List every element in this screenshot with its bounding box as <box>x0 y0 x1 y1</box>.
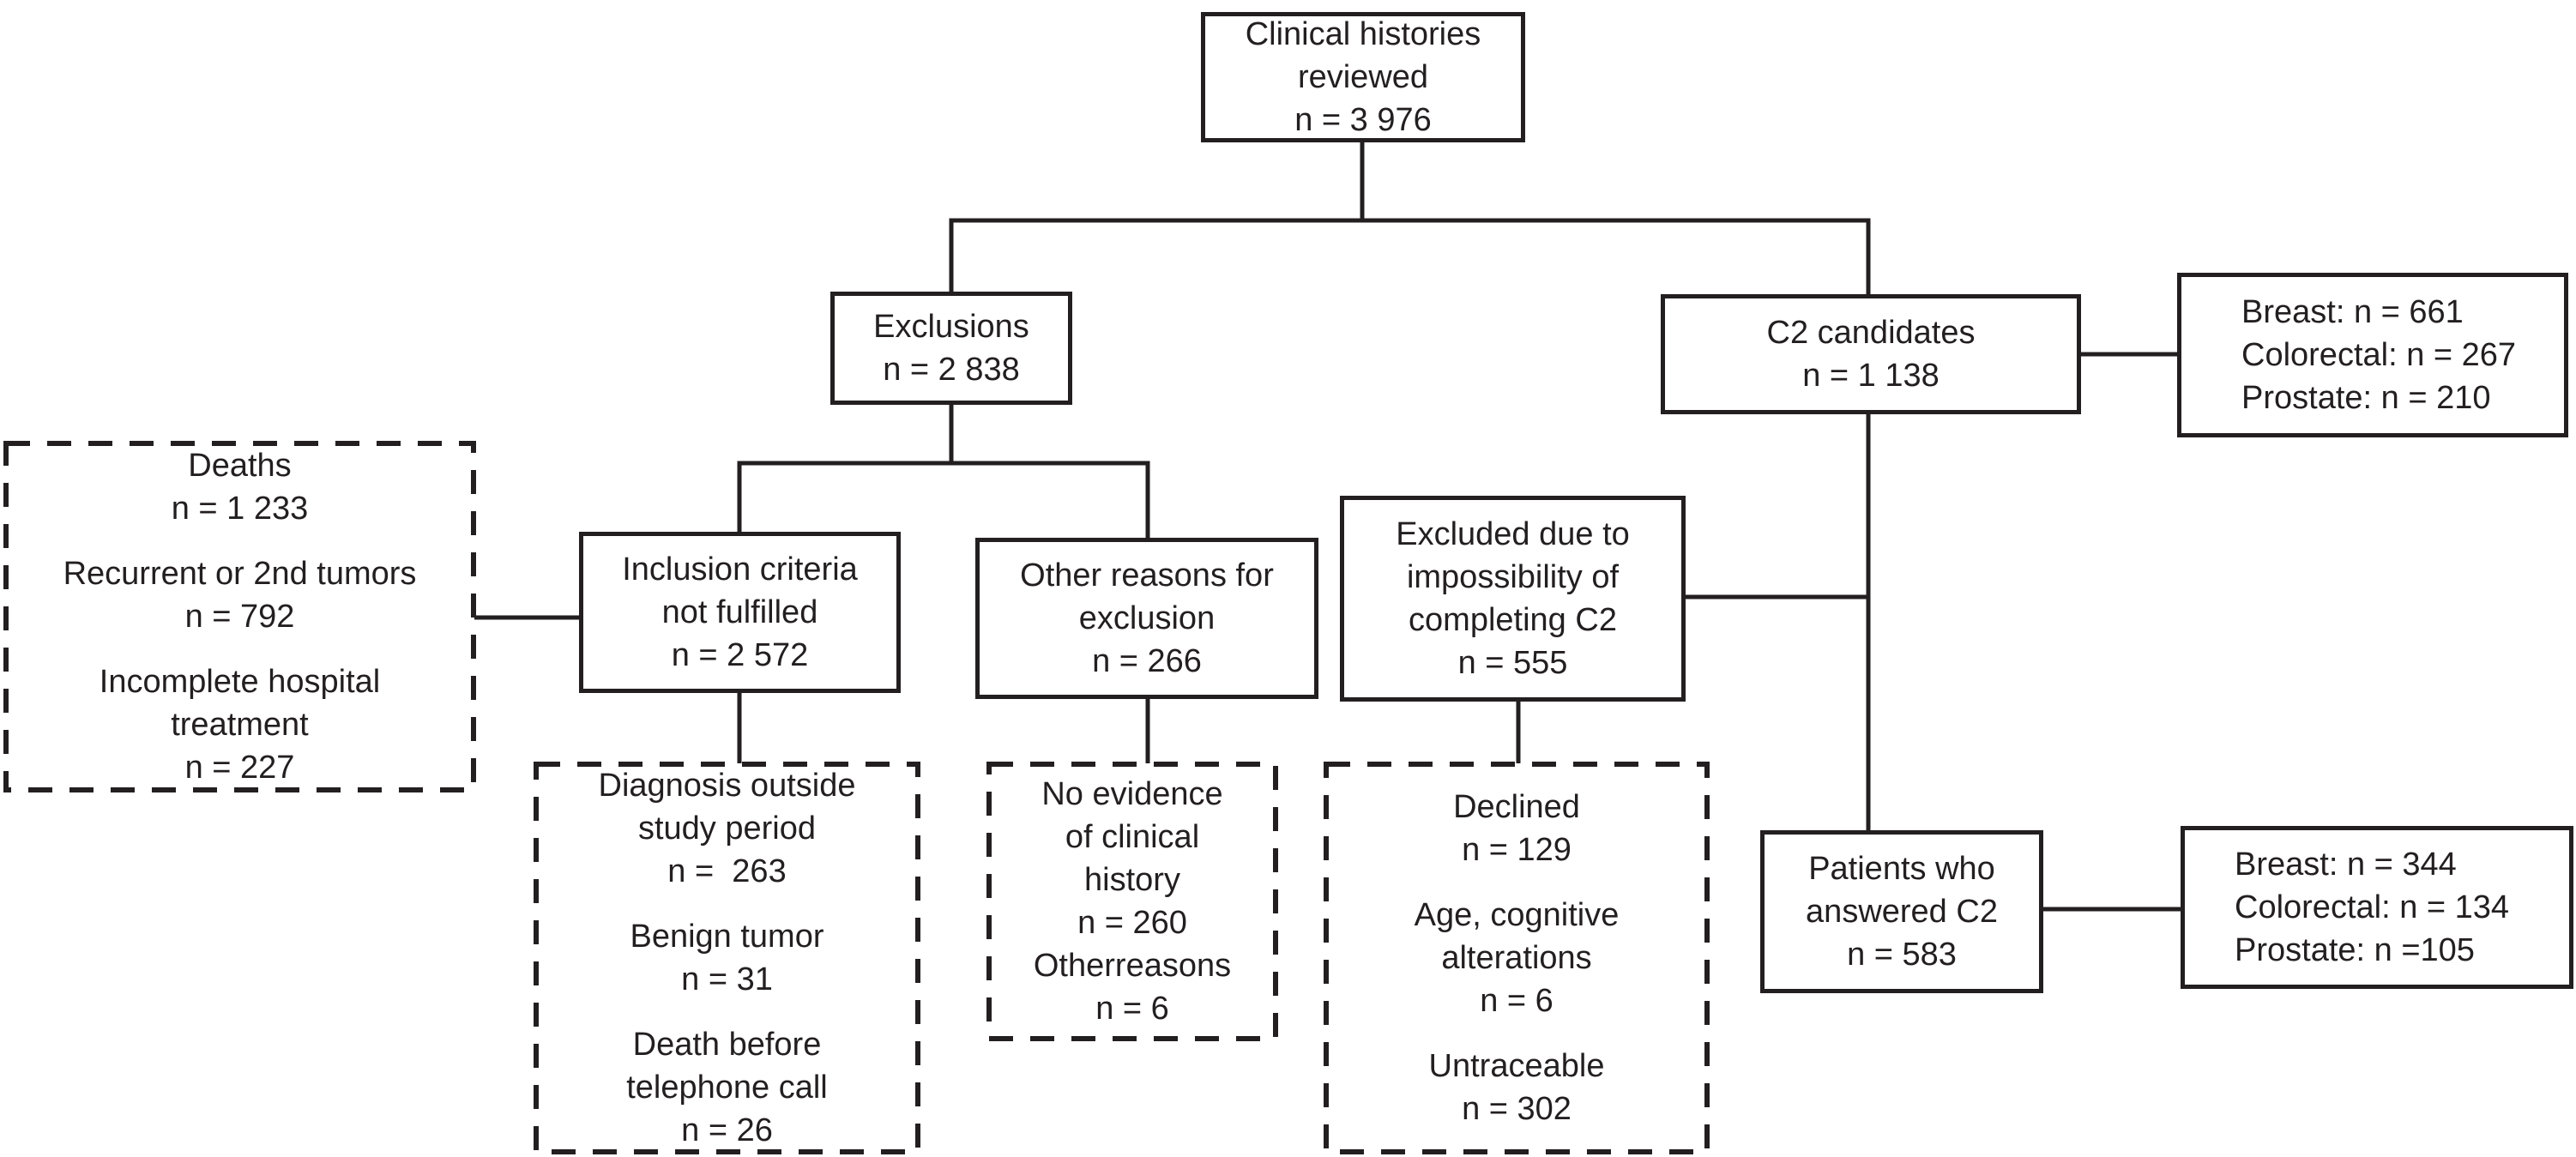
box-line: Colorectal: n = 267 <box>2241 337 2517 373</box>
other-reasons-details-box: No evidence of clinical history n = 260 … <box>986 762 1278 1041</box>
box-line: n = 2 572 <box>671 637 809 673</box>
box-line: answered C2 <box>1806 894 1998 930</box>
box-line: not fulfilled <box>661 594 818 630</box>
box-line: Other reasons for <box>1020 557 1274 594</box>
box-line: Otherreasons <box>1033 948 1232 984</box>
box-line: treatment <box>171 707 309 743</box>
box-line: study period <box>637 811 816 847</box>
box-line: Recurrent or 2nd tumors <box>63 556 417 592</box>
box-line: n = 302 <box>1462 1091 1572 1127</box>
box-line: of clinical <box>1065 819 1200 855</box>
box-line: n = 26 <box>681 1112 773 1148</box>
box-line: Untraceable <box>1428 1048 1605 1084</box>
exclusion-reasons-box-outline <box>3 441 476 792</box>
box-line: n = 555 <box>1457 645 1568 681</box>
other-reasons-box: Other reasons for exclusion n = 266 <box>975 538 1318 699</box>
detail-group: Age, cognitive alterations n = 6 <box>1415 894 1620 1022</box>
box-line: Clinical histories <box>1245 16 1481 52</box>
box-line: n = 1 233 <box>171 491 309 527</box>
excluded-c2-details-box-outline <box>1324 762 1710 1154</box>
detail-group: Recurrent or 2nd tumors n = 792 <box>63 552 417 638</box>
box-line: Excluded due to <box>1396 516 1630 552</box>
detail-group: Untraceable n = 302 <box>1429 1045 1605 1130</box>
c2-candidates-by-cancer-box: Breast: n = 661 Colorectal: n = 267 Pros… <box>2177 273 2568 437</box>
box-line: n = 31 <box>681 961 773 997</box>
excluded-c2-details-box: Declined n = 129 Age, cognitive alterati… <box>1324 762 1710 1154</box>
detail-group: Benign tumor n = 31 <box>630 915 823 1001</box>
box-line: n = 583 <box>1847 937 1957 973</box>
box-line: n = 227 <box>184 750 295 786</box>
box-line: C2 candidates <box>1766 315 1976 351</box>
box-line: Breast: n = 344 <box>2235 847 2457 883</box>
box-line: Inclusion criteria <box>622 551 858 588</box>
box-line: n = 2 838 <box>883 352 1020 388</box>
box-line: Declined <box>1453 789 1580 825</box>
box-line: history <box>1084 862 1180 898</box>
box-line: reviewed <box>1297 59 1429 95</box>
box-line: n = 260 <box>1077 905 1187 941</box>
box-line: n = 263 <box>667 853 787 889</box>
box-line: n = 3 976 <box>1294 102 1432 138</box>
detail-group: Declined n = 129 <box>1453 786 1580 871</box>
box-line: completing C2 <box>1409 602 1617 638</box>
box-line: n = 129 <box>1462 832 1572 868</box>
box-line: Benign tumor <box>630 919 824 955</box>
exclusions-box: Exclusions n = 2 838 <box>830 292 1072 405</box>
box-line: telephone call <box>626 1070 828 1106</box>
box-line: Patients who <box>1808 851 1995 887</box>
c2-candidates-box: C2 candidates n = 1 138 <box>1661 294 2081 414</box>
box-line: Colorectal: n = 134 <box>2235 889 2510 925</box>
clinical-histories-box: Clinical histories reviewed n = 3 976 <box>1201 12 1525 142</box>
detail-group: No evidence of clinical history n = 260 … <box>1034 773 1231 1030</box>
detail-group: Death before telephone call n = 26 <box>626 1023 828 1152</box>
box-line: Breast: n = 661 <box>2241 294 2464 330</box>
box-line: n = 6 <box>1095 991 1169 1027</box>
patients-answered-box: Patients who answered C2 n = 583 <box>1760 830 2043 993</box>
box-line: Prostate: n = 210 <box>2241 380 2491 416</box>
box-line: alterations <box>1441 940 1592 976</box>
answered-by-cancer-box: Breast: n = 344 Colorectal: n = 134 Pros… <box>2181 826 2573 989</box>
box-line: Exclusions <box>873 309 1029 345</box>
exclusion-reasons-box: Deaths n = 1 233 Recurrent or 2nd tumors… <box>3 441 476 792</box>
excluded-completing-c2-box: Excluded due to impossibility of complet… <box>1340 496 1686 702</box>
detail-group: Deaths n = 1 233 <box>172 444 309 530</box>
box-line: Deaths <box>188 448 292 484</box>
detail-group: Incomplete hospital treatment n = 227 <box>100 660 380 789</box>
inclusion-criteria-details-box-outline <box>534 762 920 1154</box>
box-line: n = 266 <box>1092 643 1202 679</box>
box-line: n = 6 <box>1480 983 1553 1019</box>
box-line: No evidence <box>1041 776 1223 812</box>
box-line: n = 792 <box>184 599 295 635</box>
box-line: n = 1 138 <box>1802 358 1940 394</box>
box-line: exclusion <box>1078 600 1216 636</box>
inclusion-criteria-details-box: Diagnosis outside study period n = 263 B… <box>534 762 920 1154</box>
other-reasons-details-box-outline <box>986 762 1278 1041</box>
detail-group: Diagnosis outside study period n = 263 <box>599 764 856 893</box>
box-line: Diagnosis outside <box>598 768 856 804</box>
box-line: Incomplete hospital <box>99 664 381 700</box>
box-line: Age, cognitive <box>1414 897 1620 933</box>
box-line: Death before <box>632 1027 822 1063</box>
inclusion-criteria-box: Inclusion criteria not fulfilled n = 2 5… <box>579 532 901 693</box>
box-line: impossibility of <box>1406 559 1620 595</box>
box-line: Prostate: n =105 <box>2235 932 2475 968</box>
